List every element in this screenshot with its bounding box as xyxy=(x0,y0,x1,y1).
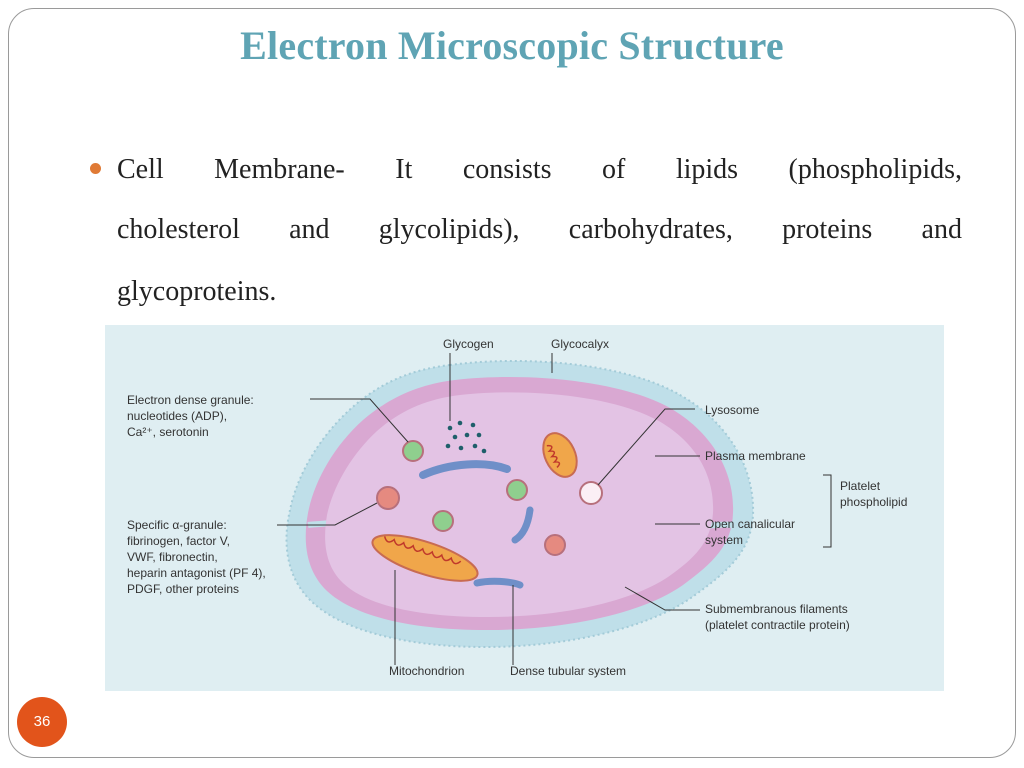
tubule-upper xyxy=(419,460,511,479)
label-dense-granule-2: nucleotides (ADP), xyxy=(127,409,227,423)
electron-dense-granule xyxy=(402,440,424,462)
label-glycocalyx: Glycocalyx xyxy=(551,337,609,351)
platelet-diagram: Glycogen Glycocalyx Electron dense granu… xyxy=(105,325,944,691)
glycogen-granules xyxy=(445,420,487,454)
label-ocs-2: system xyxy=(705,533,743,547)
lysosome xyxy=(579,481,603,505)
label-alpha-1: Specific α-granule: xyxy=(127,518,227,532)
slide-frame xyxy=(8,8,1016,758)
tubule-right xyxy=(511,506,534,544)
label-dense-granule-3: Ca²⁺, serotonin xyxy=(127,425,209,439)
label-platelet-1: Platelet xyxy=(840,479,881,493)
label-ocs-1: Open canalicular xyxy=(705,517,795,531)
label-submem-2: (platelet contractile protein) xyxy=(705,618,850,632)
label-plasma-membrane: Plasma membrane xyxy=(705,449,806,463)
slide-title: Electron Microscopic Structure xyxy=(240,23,784,68)
label-alpha-4: heparin antagonist (PF 4), xyxy=(127,566,266,580)
mitochondrion-lower xyxy=(371,534,479,582)
bullet-dot xyxy=(90,163,101,174)
label-lysosome: Lysosome xyxy=(705,403,760,417)
label-platelet-2: phospholipid xyxy=(840,495,907,509)
granule-red-right xyxy=(544,534,566,556)
label-alpha-2: fibrinogen, factor V, xyxy=(127,534,230,548)
tubule-lower xyxy=(473,577,524,589)
label-alpha-3: VWF, fibronectin, xyxy=(127,550,218,564)
label-mitochondrion: Mitochondrion xyxy=(389,664,464,678)
label-dense-tubular: Dense tubular system xyxy=(510,664,626,678)
bullet-line-3: glycoproteins. xyxy=(117,276,277,307)
label-glycogen: Glycogen xyxy=(443,337,494,351)
bullet-line-1: Cell Membrane- It consists of lipids (ph… xyxy=(117,154,962,185)
leader-lines xyxy=(277,353,832,665)
label-dense-granule-1: Electron dense granule: xyxy=(127,393,254,407)
granule-green-right xyxy=(506,479,528,501)
alpha-granule xyxy=(376,486,400,510)
page-number-badge: 36 xyxy=(17,697,67,747)
label-alpha-5: PDGF, other proteins xyxy=(127,582,239,596)
bullet-line-2: cholesterol and glycolipids), carbohydra… xyxy=(117,214,962,245)
mitochondrion-upper xyxy=(542,432,578,478)
granule-green-center xyxy=(432,510,454,532)
label-submem-1: Submembranous filaments xyxy=(705,602,848,616)
